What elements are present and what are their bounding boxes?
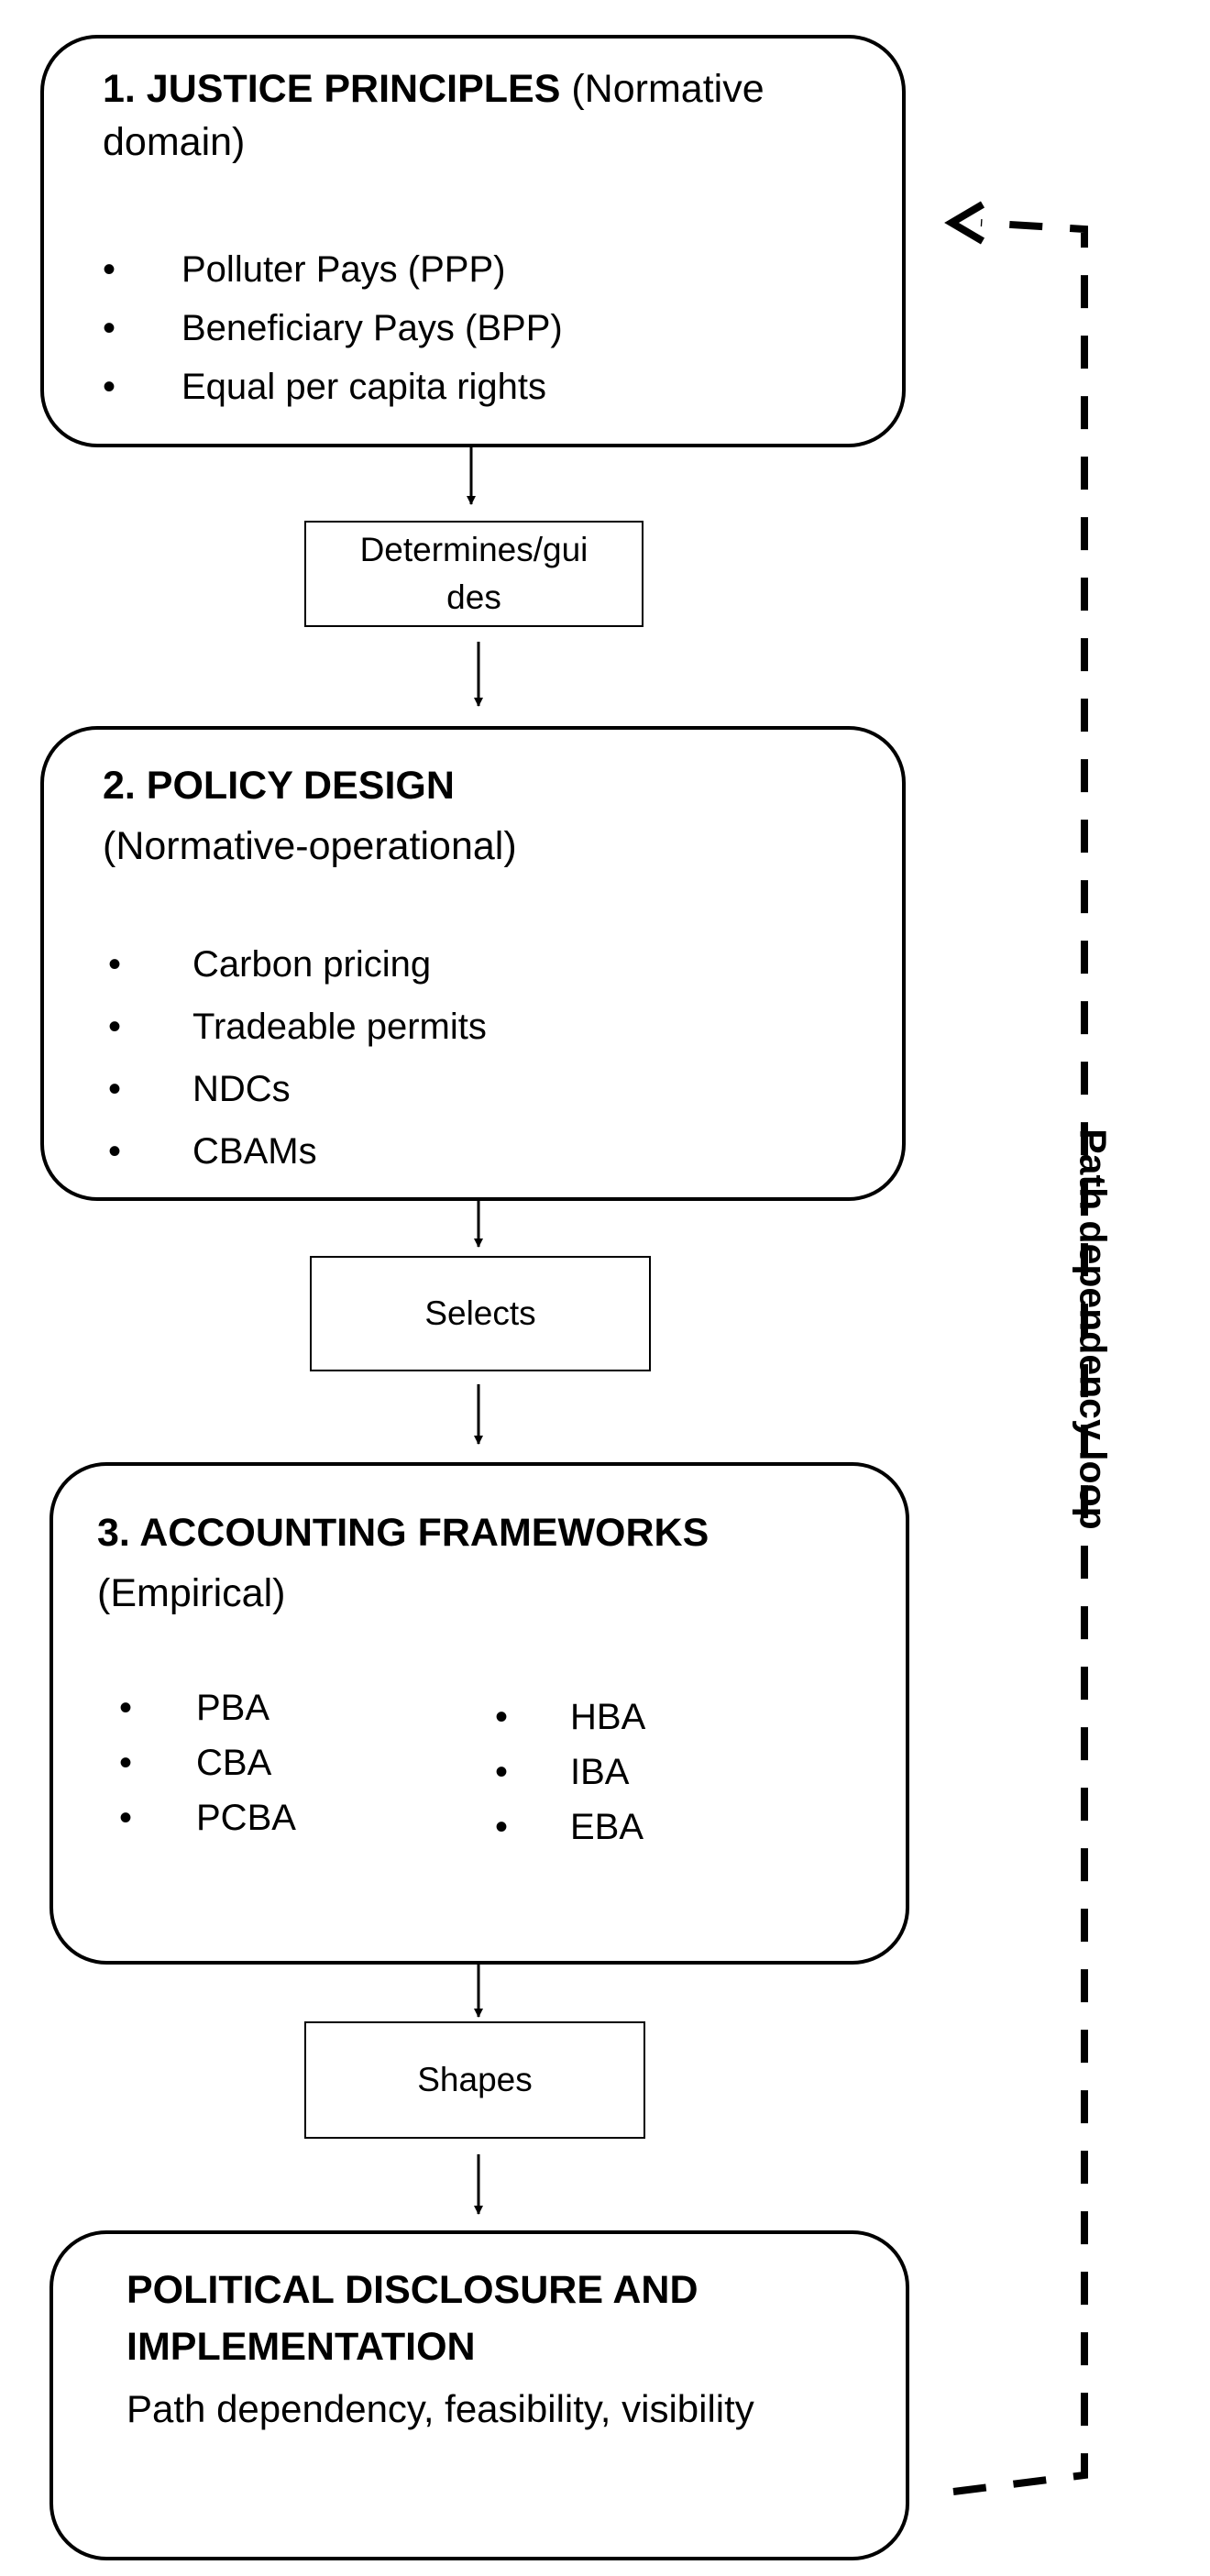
accounting-frameworks-list-left: PBA CBA PCBA (119, 1680, 296, 1845)
justice-principles-box: 1. JUSTICE PRINCIPLES (Normative domain)… (40, 35, 906, 447)
justice-principles-title: 1. JUSTICE PRINCIPLES (Normative domain) (103, 62, 891, 169)
policy-design-list: Carbon pricing Tradeable permits NDCs CB… (108, 933, 487, 1183)
path-dependency-loop-label: Path dependency loop (1072, 1128, 1115, 1530)
determines-guides-label-box: Determines/gui des (304, 521, 644, 627)
selects-label: Selects (424, 1294, 536, 1332)
shapes-label-box: Shapes (304, 2021, 645, 2139)
accounting-frameworks-list-right: HBA IBA EBA (495, 1690, 645, 1855)
policy-design-box: 2. POLICY DESIGN (Normative-operational)… (40, 726, 906, 1201)
shapes-label: Shapes (417, 2061, 533, 2098)
list-item: Carbon pricing (108, 933, 487, 996)
path-dependency-loop-line (952, 219, 1088, 2495)
list-item: NDCs (108, 1058, 487, 1120)
selects-label-box: Selects (310, 1256, 651, 1371)
accounting-frameworks-subtitle: (Empirical) (97, 1571, 286, 1615)
political-disclosure-box: POLITICAL DISCLOSURE AND IMPLEMENTATION … (50, 2230, 909, 2560)
path-dependency-loop-arrowhead (944, 201, 985, 245)
list-item: Tradeable permits (108, 996, 487, 1058)
list-item: Beneficiary Pays (BPP) (103, 299, 563, 358)
accounting-frameworks-box: 3. ACCOUNTING FRAMEWORKS (Empirical) PBA… (50, 1462, 909, 1965)
policy-design-subtitle: (Normative-operational) (103, 824, 517, 868)
justice-principles-domain: (Normative domain) (103, 67, 764, 164)
list-item: IBA (495, 1745, 645, 1800)
accounting-frameworks-title: 3. ACCOUNTING FRAMEWORKS (97, 1511, 710, 1555)
determines-guides-label: Determines/gui des (359, 531, 588, 616)
list-item: PBA (119, 1680, 296, 1735)
political-disclosure-subtitle: Path dependency, feasibility, visibility (126, 2387, 754, 2430)
justice-principles-heading: 1. JUSTICE PRINCIPLES (103, 67, 561, 111)
list-item: Equal per capita rights (103, 358, 563, 416)
policy-design-title: 2. POLICY DESIGN (103, 764, 455, 808)
list-item: Polluter Pays (PPP) (103, 240, 563, 299)
list-item: PCBA (119, 1790, 296, 1845)
political-disclosure-title: POLITICAL DISCLOSURE AND IMPLEMENTATION (126, 2268, 698, 2369)
list-item: CBAMs (108, 1120, 487, 1183)
justice-principles-list: Polluter Pays (PPP) Beneficiary Pays (BP… (103, 240, 563, 416)
list-item: CBA (119, 1735, 296, 1790)
list-item: HBA (495, 1690, 645, 1745)
list-item: EBA (495, 1800, 645, 1855)
